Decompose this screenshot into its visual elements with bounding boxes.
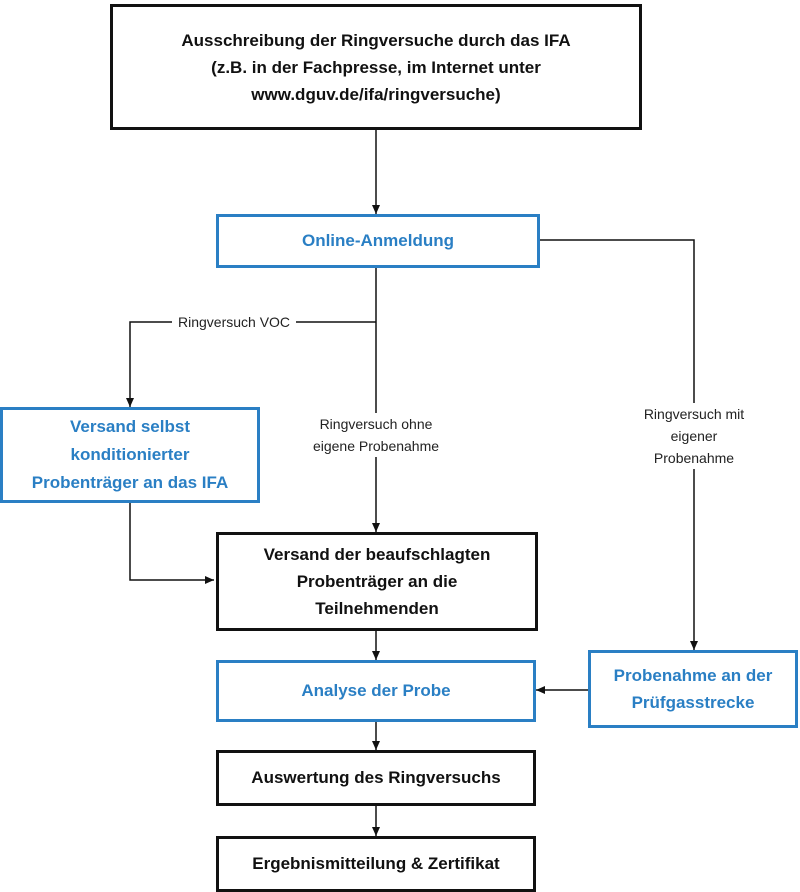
arrow-versand-selbst-to-versand-beaufschlagt	[129, 503, 214, 584]
box-ausschreibung: Ausschreibung der Ringversuche durch das…	[110, 4, 642, 130]
box-probenahme: Probenahme an der Prüfgasstrecke	[588, 650, 798, 728]
mit-line-2: eigener	[670, 428, 718, 444]
mit-line-3: Probenahme	[653, 450, 735, 466]
auswertung-label: Auswertung des Ringversuchs	[251, 768, 501, 787]
box-online-anmeldung: Online-Anmeldung	[216, 214, 540, 268]
versand-beaufschlagt-line-2: Probenträger an die	[296, 572, 458, 591]
versand-selbst-line-2: konditionierter	[70, 445, 190, 464]
probenahme-line-1: Probenahme an der	[613, 666, 773, 685]
label-ringversuch-ohne: Ringversuch ohne eigene Probenahme	[296, 413, 456, 457]
label-ringversuch-voc: Ringversuch VOC	[172, 311, 297, 333]
box-analyse: Analyse der Probe	[216, 660, 536, 722]
box-versand-selbst: Versand selbst konditionierter Probenträ…	[0, 407, 260, 503]
ohne-line-1: Ringversuch ohne	[319, 416, 433, 432]
line-voc-branch	[126, 321, 376, 407]
ohne-line-2: eigene Probenahme	[312, 438, 440, 454]
arrow-anmeldung-to-probenahme	[540, 239, 698, 650]
ausschreibung-line-3: www.dguv.de/ifa/ringversuche)	[251, 84, 501, 104]
ergebnis-label: Ergebnismitteilung & Zertifikat	[252, 854, 500, 873]
box-versand-beaufschlagt: Versand der beaufschlagten Probenträger …	[216, 532, 538, 631]
ausschreibung-line-1: Ausschreibung der Ringversuche durch das…	[181, 30, 571, 50]
label-ringversuch-mit: Ringversuch mit eigener Probenahme	[626, 403, 762, 469]
analyse-label: Analyse der Probe	[301, 681, 451, 700]
box-ergebnis: Ergebnismitteilung & Zertifikat	[216, 836, 536, 892]
versand-selbst-line-1: Versand selbst	[69, 417, 190, 436]
versand-beaufschlagt-line-1: Versand der beaufschlagten	[263, 545, 491, 564]
ausschreibung-line-2: (z.B. in der Fachpresse, im Internet unt…	[211, 57, 541, 77]
versand-selbst-line-3: Probenträger an das IFA	[31, 473, 229, 492]
box-auswertung: Auswertung des Ringversuchs	[216, 750, 536, 806]
voc-line-1: Ringversuch VOC	[178, 314, 291, 330]
anmeldung-label: Online-Anmeldung	[301, 231, 455, 250]
versand-beaufschlagt-line-3: Teilnehmenden	[315, 599, 439, 618]
mit-line-1: Ringversuch mit	[643, 406, 745, 422]
probenahme-line-2: Prüfgasstrecke	[631, 693, 755, 712]
